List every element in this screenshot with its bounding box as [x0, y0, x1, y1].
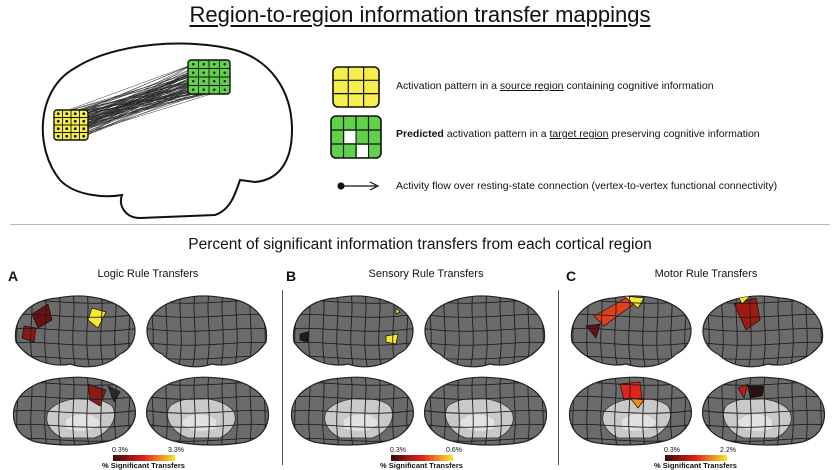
legend-source-text: Activation pattern in a source region co… [396, 80, 714, 92]
panel-a-brain-maps [12, 295, 270, 446]
legend-target-grid-icon [330, 115, 382, 159]
right-lateral-view [146, 295, 268, 368]
legend-activity-flow-arrow-icon [337, 181, 380, 191]
panel-b-brain-maps [290, 295, 548, 446]
left-medial-view [568, 376, 692, 446]
panel-a-title: Logic Rule Transfers [97, 268, 199, 280]
panel-b-colorbar-min: 0.3% [390, 447, 406, 454]
panel-separator-bc [558, 290, 559, 465]
panel-c-title: Motor Rule Transfers [654, 268, 758, 280]
predicted-term: Predicted [396, 128, 444, 140]
left-lateral-view [570, 295, 692, 368]
target-region-grid [187, 59, 231, 95]
right-medial-view [146, 376, 270, 446]
panel-c-colorbar [665, 455, 727, 461]
panel-a-colorbar [113, 455, 175, 461]
panel-c-colorbar-caption: % Significant Transfers [654, 461, 737, 470]
panel-b-title: Sensory Rule Transfers [368, 268, 484, 280]
legend-source-grid-icon [332, 66, 380, 108]
panel-b-colorbar [391, 455, 453, 461]
right-medial-view [702, 376, 826, 446]
figure-title: Region-to-region information transfer ma… [189, 2, 651, 27]
panel-c-brain-maps [568, 295, 826, 446]
panel-c-letter: C [566, 268, 577, 284]
source-region-term: source region [499, 80, 564, 92]
panel-b-letter: B [286, 268, 297, 284]
panel-a-colorbar-caption: % Significant Transfers [102, 461, 185, 470]
brain-schematic [41, 42, 294, 220]
right-lateral-view [702, 295, 824, 368]
panel-c-colorbar-max: 2.2% [720, 447, 736, 454]
panel-separator-ab [282, 290, 283, 465]
left-lateral-view [292, 295, 414, 368]
section-divider [10, 224, 830, 225]
panel-b-colorbar-caption: % Significant Transfers [380, 461, 463, 470]
right-medial-view [424, 376, 548, 446]
panel-b-colorbar-max: 0.6% [446, 447, 462, 454]
left-medial-view [12, 376, 136, 446]
legend-flow-text: Activity flow over resting-state connect… [396, 180, 778, 192]
left-lateral-view [14, 295, 136, 368]
target-region-term: target region [549, 128, 609, 140]
source-region-grid [53, 109, 89, 141]
panel-c-colorbar-min: 0.3% [664, 447, 680, 454]
panel-a-colorbar-min: 0.3% [112, 447, 128, 454]
left-medial-view [290, 376, 414, 446]
panel-a-colorbar-max: 3.3% [168, 447, 184, 454]
panel-a-letter: A [8, 268, 19, 284]
right-lateral-view [424, 295, 546, 368]
section-title: Percent of significant information trans… [188, 236, 652, 253]
legend-target-text: Predicted activation pattern in a target… [396, 128, 760, 140]
